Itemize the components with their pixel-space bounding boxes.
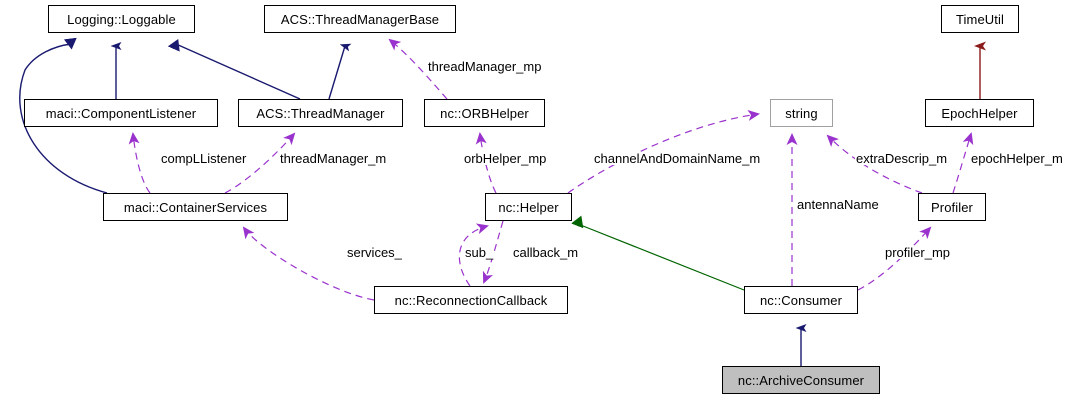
node-label: Profiler — [931, 199, 973, 215]
edge-containerservices-componentlistener — [128, 132, 151, 194]
node-logging-loggable[interactable]: Logging::Loggable — [48, 5, 195, 33]
edge-label-threadmanager-mp: threadManager_mp — [427, 59, 543, 74]
edge-label-callback-m: callback_m — [512, 245, 580, 260]
edge-label-profiler-mp: profiler_mp — [884, 245, 952, 260]
edge-label-epochhelper-m: epochHelper_m — [970, 151, 1064, 166]
edge-reconnectioncallback-containerservices — [242, 226, 375, 301]
node-label: nc::Helper — [498, 199, 559, 215]
node-label: ACS::ThreadManagerBase — [280, 11, 440, 27]
edge-label-extradescrip-m: extraDescrip_m — [855, 151, 949, 166]
edge-label-orbhelper-mp: orbHelper_mp — [463, 151, 548, 166]
edge-label-threadmanager-m: threadManager_m — [279, 151, 388, 166]
node-nc-consumer[interactable]: nc::Consumer — [744, 286, 858, 314]
node-label: ACS::ThreadManager — [256, 105, 385, 121]
node-timeutil[interactable]: TimeUtil — [941, 5, 1019, 33]
node-label: maci::ComponentListener — [45, 105, 197, 121]
node-label: nc::ArchiveConsumer — [737, 372, 865, 388]
node-epochhelper[interactable]: EpochHelper — [925, 99, 1034, 127]
node-acs-threadmanager[interactable]: ACS::ThreadManager — [238, 99, 403, 127]
edge-threadmanager-loggable — [167, 38, 301, 100]
node-profiler[interactable]: Profiler — [918, 193, 986, 221]
node-label: TimeUtil — [956, 11, 1004, 27]
node-label: nc::Consumer — [759, 292, 843, 308]
node-label: string — [785, 105, 818, 121]
edge-label-antennaname: antennaName — [796, 197, 880, 212]
node-maci-componentlistener[interactable]: maci::ComponentListener — [24, 99, 218, 127]
node-nc-archiveconsumer[interactable]: nc::ArchiveConsumer — [722, 366, 880, 394]
node-nc-orbhelper[interactable]: nc::ORBHelper — [424, 99, 545, 127]
edge-label-sub: sub_ — [464, 245, 495, 260]
node-maci-containerservices[interactable]: maci::ContainerServices — [103, 193, 288, 221]
node-label: Logging::Loggable — [67, 11, 176, 27]
node-acs-threadmanagerbase[interactable]: ACS::ThreadManagerBase — [264, 5, 456, 33]
node-nc-helper[interactable]: nc::Helper — [485, 193, 572, 221]
node-string[interactable]: string — [770, 99, 833, 127]
edge-threadmanager-threadmanagerbase — [328, 43, 352, 100]
edge-label-complistener: compLListener — [160, 151, 248, 166]
edge-consumer-helper — [571, 215, 745, 291]
node-label: maci::ContainerServices — [123, 199, 268, 215]
edge-label-channelanddomainname-m: channelAndDomainName_m — [593, 151, 762, 166]
edge-label-services: services_ — [346, 245, 403, 260]
node-label: nc::ReconnectionCallback — [394, 292, 548, 308]
edge-profiler-epochhelper — [952, 132, 974, 194]
node-label: nc::ORBHelper — [440, 105, 529, 121]
node-label: EpochHelper — [941, 105, 1018, 121]
node-nc-reconnectioncallback[interactable]: nc::ReconnectionCallback — [374, 286, 568, 314]
